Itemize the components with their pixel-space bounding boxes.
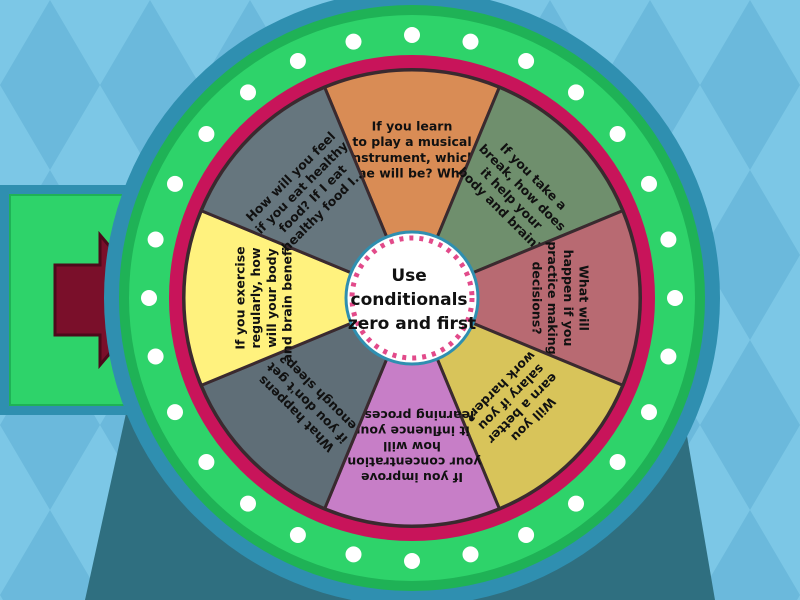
segment-question-line: happen if you [561, 250, 576, 347]
segment-question-line: decisions? [530, 261, 545, 334]
ring-light [404, 553, 420, 569]
ring-light [609, 126, 626, 142]
segment-question-line: and brain benefit? [279, 233, 294, 362]
hub-label-line-2: conditionals [351, 290, 468, 310]
ring-light [345, 546, 362, 563]
segment-question-line: your concentration, [343, 455, 482, 470]
segment-question-line: instrument, which [348, 150, 476, 165]
ring-light [198, 454, 215, 470]
hub-label-line-1: Use [391, 266, 426, 286]
ring-light [167, 175, 183, 192]
ring-light [568, 84, 584, 101]
wheel-segment[interactable]: What willhappen if youpractice makingdec… [469, 208, 642, 388]
segment-question: If you improveyour concentration,how wil… [343, 408, 482, 485]
wheel-segment[interactable]: If you improveyour concentration,how wil… [322, 355, 502, 528]
segment-question: What willhappen if youpractice makingdec… [530, 241, 592, 354]
ring-light [518, 527, 535, 543]
segment-question-line: If you improve [361, 470, 463, 485]
ring-light [404, 27, 420, 43]
hub-label: Use conditionals zero and first [348, 266, 476, 334]
hub-label-line-3: zero and first [348, 314, 476, 334]
segment-question-line: to play a musical [352, 134, 471, 149]
segment-question-line: will your body [264, 248, 279, 348]
ring-light [141, 290, 157, 306]
ring-light [462, 546, 479, 563]
segment-question-line: What will [576, 265, 591, 331]
segment-question-line: one will be? Why? [349, 165, 475, 180]
ring-light [240, 495, 256, 512]
wheel-segment[interactable]: Will youearn a bettersalary if youwork h… [434, 320, 625, 511]
ring-light [660, 348, 677, 365]
ring-light [289, 53, 306, 69]
ring-light [167, 404, 183, 421]
ring-lights [141, 27, 683, 569]
wheel-hub[interactable] [344, 230, 480, 366]
ring-light [609, 454, 626, 470]
ring-light [568, 495, 584, 512]
wheel-segment[interactable]: What happensif you don't getenough sleep… [199, 320, 390, 511]
ring-light [641, 404, 657, 421]
segment-question-line: regularly, how [248, 247, 263, 348]
ring-light [289, 527, 306, 543]
ring-light [660, 231, 677, 248]
ring-light [147, 231, 164, 248]
ring-light [345, 33, 362, 50]
segment-question-line: practice making [545, 241, 560, 354]
ring-light [240, 84, 256, 101]
ring-light [641, 175, 657, 192]
ring-light [198, 126, 215, 142]
segment-question-line: it influence your [353, 424, 469, 439]
ring-light [462, 33, 479, 50]
ring-light [147, 348, 164, 365]
wheel-segment[interactable]: If you exerciseregularly, howwill your b… [182, 208, 355, 388]
ring-light [518, 53, 535, 69]
hub-decoration [349, 235, 475, 361]
wheel-segment[interactable]: How will you feelif you eat healthyfood?… [199, 85, 390, 276]
segment-question-line: If you exercise [233, 246, 248, 349]
segment-question-line: learning process? [350, 408, 474, 423]
segment-question-line: how will [383, 439, 441, 454]
segment-question-line: If you learn [372, 119, 453, 134]
ring-light [667, 290, 683, 306]
segment-question: If you exerciseregularly, howwill your b… [233, 233, 295, 362]
